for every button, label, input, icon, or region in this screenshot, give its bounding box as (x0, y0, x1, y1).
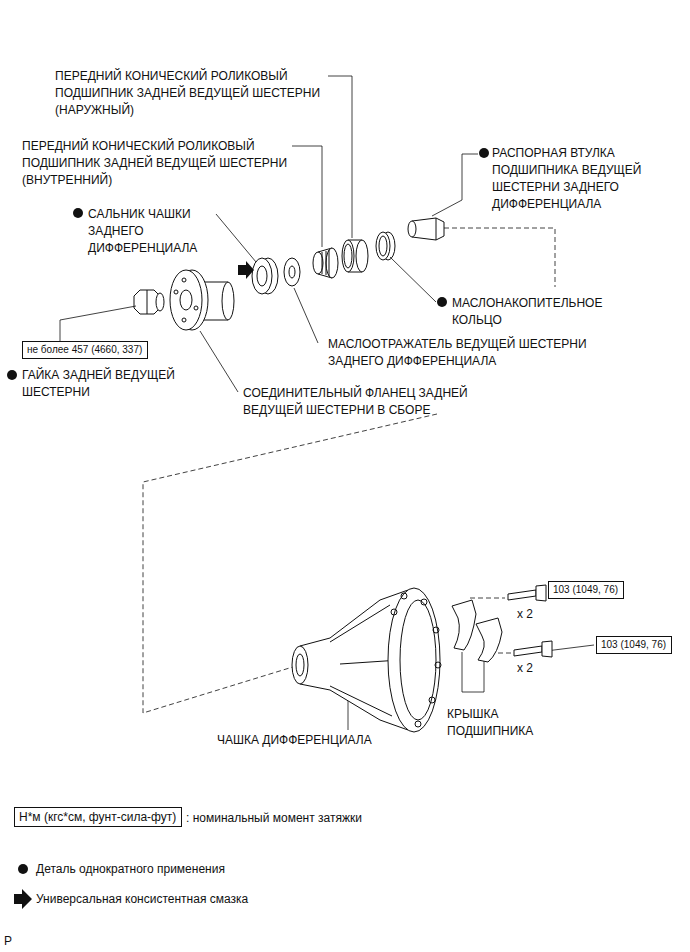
part-label: ПЕРЕДНИЙ КОНИЧЕСКИЙ РОЛИКОВЫЙ ПОДШИПНИК … (55, 68, 325, 119)
bearing-spacer (408, 218, 444, 240)
bearing-cup (342, 240, 368, 272)
companion-flange (170, 270, 234, 330)
page-mark: P (4, 933, 12, 950)
torque-value: Н*м (кгс*см, фунт-сила-фут) (19, 809, 177, 825)
legend-text: Деталь однократного применения (36, 861, 225, 878)
cap-bolts (508, 585, 552, 657)
quantity-label: x 2 (517, 606, 533, 623)
part-label: САЛЬНИК ЧАШКИ ЗАДНЕГО ДИФФЕРЕНЦИАЛА (88, 206, 218, 257)
torque-value: 103 (1049, 76) (601, 638, 667, 652)
part-label: РАСПОРНАЯ ВТУЛКА ПОДШИПНИКА ВЕДУЩЕЙ ШЕСТ… (492, 145, 664, 213)
part-label: МАСЛОНАКОПИТЕЛЬНОЕ КОЛЬЦО (452, 295, 637, 329)
legend-samples (14, 864, 32, 909)
torque-spec-box: 103 (1049, 76) (596, 636, 672, 654)
oil-slinger (284, 258, 300, 286)
torque-value: не более 457 (4660, 337) (27, 343, 143, 357)
torque-value: 103 (1049, 76) (553, 583, 619, 597)
part-label: СОЕДИНИТЕЛЬНЫЙ ФЛАНЕЦ ЗАДНЕЙ ВЕДУЩЕЙ ШЕС… (243, 385, 515, 419)
torque-spec-box: не более 457 (4660, 337) (22, 341, 148, 359)
part-label: МАСЛООТРАЖАТЕЛЬ ВЕДУЩЕЙ ШЕСТЕРНИ ЗАДНЕГО… (328, 336, 630, 370)
oil-storage-ring (376, 232, 395, 260)
part-label: ГАЙКА ЗАДНЕЙ ВЕДУЩЕЙ ШЕСТЕРНИ (22, 367, 217, 401)
part-label: КРЫШКА ПОДШИПНИКА (447, 706, 557, 740)
quantity-label: x 2 (517, 660, 533, 677)
legend-text: Универсальная консистентная смазка (36, 891, 248, 908)
torque-spec-box: 103 (1049, 76) (548, 581, 624, 599)
oil-seal (238, 258, 278, 294)
legend-text: : номинальный момент затяжки (186, 810, 362, 827)
inner-bearing (313, 248, 338, 278)
bearing-caps (452, 600, 502, 662)
part-label: ПЕРЕДНИЙ КОНИЧЕСКИЙ РОЛИКОВЫЙ ПОДШИПНИК … (22, 138, 290, 189)
pinion-nut (134, 290, 164, 314)
part-label: ЧАШКА ДИФФЕРЕНЦИАЛА (217, 732, 372, 749)
differential-carrier (292, 588, 441, 732)
legend-torque-box: Н*м (кгс*см, фунт-сила-фут) (14, 807, 182, 827)
